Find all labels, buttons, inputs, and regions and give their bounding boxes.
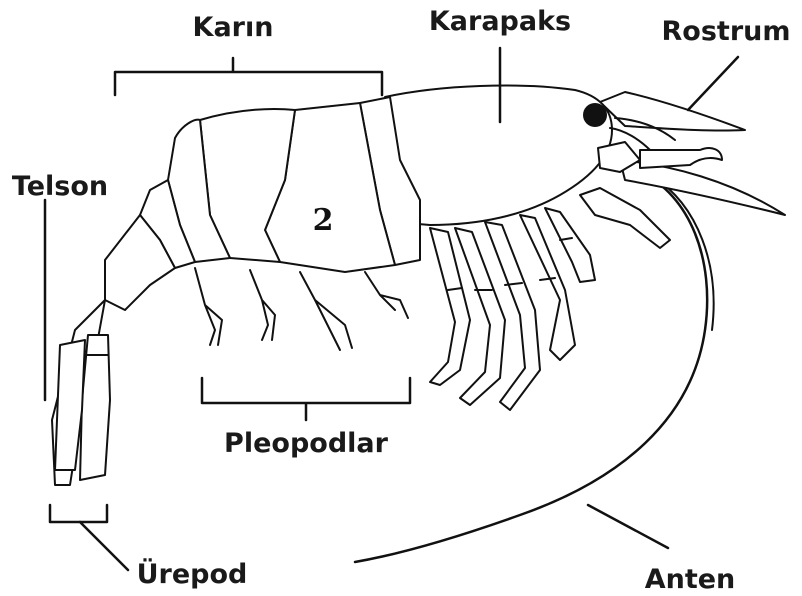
antennule-lower [640,148,722,168]
label-karin: Karın [193,12,274,43]
anten-leader [588,505,668,548]
antenna-inner [652,176,714,330]
pleopod-2 [250,270,275,340]
urepod-leader [80,522,128,570]
rostrum-leader [688,57,738,110]
pleopodlar-bracket [202,378,410,420]
urepod-bracket [50,505,107,522]
segment-number: 2 [313,203,334,238]
label-karapaks: Karapaks [429,6,571,37]
label-anten: Anten [645,564,736,595]
label-pleopodlar: Pleopodlar [224,428,389,459]
cheliped [580,188,670,248]
label-urepod: Ürepod [137,557,248,590]
eye [583,103,607,127]
pleopod-4 [365,272,408,318]
rostrum [600,92,745,131]
label-telson: Telson [12,171,108,202]
pleopod-3 [300,272,352,350]
pleopod-1 [195,268,222,345]
karin-bracket [115,58,382,95]
label-rostrum: Rostrum [662,16,791,47]
